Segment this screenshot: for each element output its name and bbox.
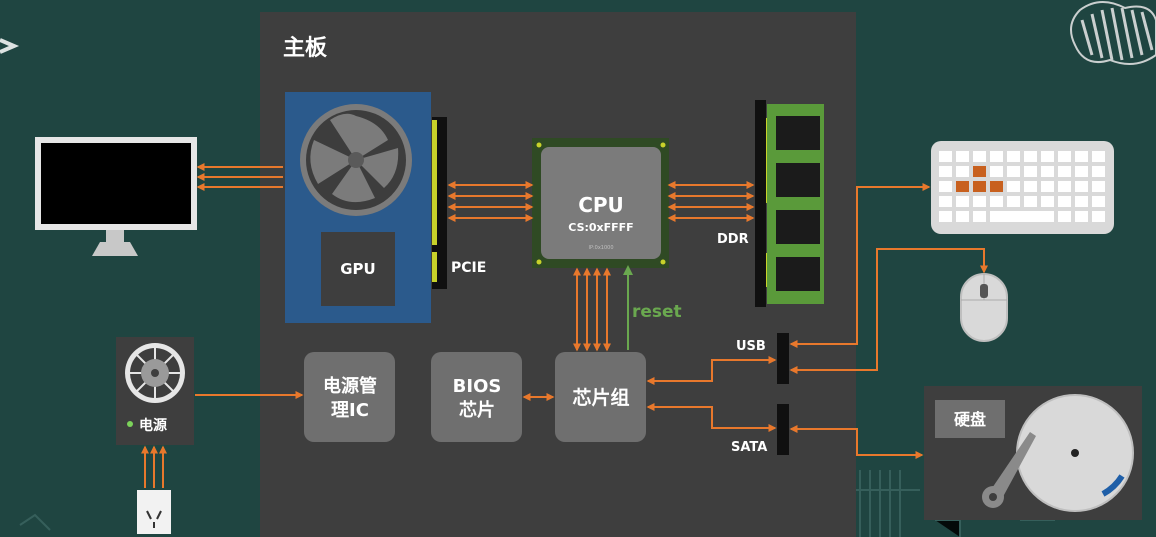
hard-disk-block[interactable]: 硬盘 xyxy=(924,386,1142,520)
keyboard-key xyxy=(939,211,952,222)
chipset-block[interactable]: 芯片组 xyxy=(555,352,646,442)
keyboard-key xyxy=(1058,211,1071,222)
keyboard-key xyxy=(973,151,986,162)
usb-label: USB xyxy=(736,339,766,354)
cpu-register: CS:0xFFFF xyxy=(568,221,633,234)
keyboard-key xyxy=(973,196,986,207)
keyboard-key xyxy=(1024,196,1037,207)
keyboard-key xyxy=(973,166,986,177)
bios-line1: BIOS xyxy=(453,376,502,397)
keyboard-key xyxy=(1075,151,1088,162)
connection-wires xyxy=(141,163,988,488)
gpu-card[interactable]: GPU xyxy=(285,92,431,323)
keyboard-key xyxy=(1058,151,1071,162)
keyboard-key xyxy=(1041,196,1054,207)
chipset-label: 芯片组 xyxy=(572,386,629,409)
mouse-icon xyxy=(960,273,1008,342)
keyboard-key xyxy=(1092,166,1105,177)
keyboard-key xyxy=(1092,151,1105,162)
fan-icon xyxy=(125,343,185,403)
keyboard-key xyxy=(1075,196,1088,207)
keyboard-key xyxy=(990,166,1003,177)
motherboard-title: 主板 xyxy=(283,36,328,61)
keyboard-key xyxy=(1007,196,1020,207)
power-ic-line2: 理IC xyxy=(331,400,369,421)
keyboard-key xyxy=(939,181,952,192)
ddr-label: DDR xyxy=(717,232,749,247)
psu-status-dot xyxy=(127,421,133,427)
bios-chip-block[interactable]: BIOS 芯片 xyxy=(431,352,522,442)
power-ic-line1: 电源管 xyxy=(323,375,377,397)
keyboard-key xyxy=(956,166,969,177)
usb-port[interactable] xyxy=(777,333,789,384)
psu-label: 电源 xyxy=(139,417,167,434)
gpu-chip xyxy=(321,232,395,306)
keyboard-key xyxy=(1007,166,1020,177)
sata-label: SATA xyxy=(731,440,767,455)
psu-block[interactable]: 电源 xyxy=(116,337,194,445)
ddr-memory[interactable] xyxy=(755,100,824,307)
keyboard-key xyxy=(990,181,1003,192)
keyboard-key xyxy=(1092,196,1105,207)
sata-port[interactable] xyxy=(777,404,789,455)
disk-label: 硬盘 xyxy=(954,410,986,429)
keyboard-key xyxy=(1092,181,1105,192)
power-ic-block[interactable]: 电源管 理IC xyxy=(304,352,395,442)
monitor-icon xyxy=(35,137,197,256)
keyboard-key xyxy=(1058,181,1071,192)
keyboard-key xyxy=(939,151,952,162)
keyboard-key xyxy=(1041,181,1054,192)
hard-disk-icon xyxy=(982,394,1134,512)
keyboard-key xyxy=(1024,166,1037,177)
reset-label: reset xyxy=(632,302,682,322)
power-outlet-icon xyxy=(137,490,171,534)
keyboard-key xyxy=(1024,151,1037,162)
gpu-label: GPU xyxy=(340,260,376,278)
keyboard-key xyxy=(990,151,1003,162)
keyboard-key xyxy=(1075,181,1088,192)
keyboard-key xyxy=(1058,166,1071,177)
fan-icon xyxy=(300,104,412,216)
keyboard-key xyxy=(956,211,969,222)
keyboard-key xyxy=(1024,181,1037,192)
keyboard-key xyxy=(1075,166,1088,177)
keyboard-key xyxy=(939,166,952,177)
keyboard-key xyxy=(1041,166,1054,177)
pcie-label: PCIE xyxy=(451,260,486,276)
keyboard-key xyxy=(973,181,986,192)
keyboard-key xyxy=(990,196,1003,207)
pcie-slot xyxy=(432,117,447,289)
disk-label-box xyxy=(935,400,1005,438)
keyboard-key xyxy=(956,196,969,207)
keyboard-key xyxy=(1007,181,1020,192)
keyboard-key xyxy=(973,211,986,222)
keyboard-icon xyxy=(931,141,1114,234)
keyboard-key xyxy=(956,181,969,192)
bios-line2: 芯片 xyxy=(459,399,495,421)
cpu-chip[interactable]: CPU CS:0xFFFF IP:0x1000 xyxy=(532,138,669,268)
keyboard-key xyxy=(1007,151,1020,162)
keyboard-key xyxy=(1092,211,1105,222)
keyboard-key xyxy=(1075,211,1088,222)
keyboard-key xyxy=(1058,196,1071,207)
keyboard-key xyxy=(1041,151,1054,162)
keyboard-spacebar xyxy=(990,211,1054,222)
cpu-ip-text: IP:0x1000 xyxy=(588,245,613,251)
keyboard-key xyxy=(939,196,952,207)
keyboard-key xyxy=(956,151,969,162)
cpu-title: CPU xyxy=(578,193,624,217)
